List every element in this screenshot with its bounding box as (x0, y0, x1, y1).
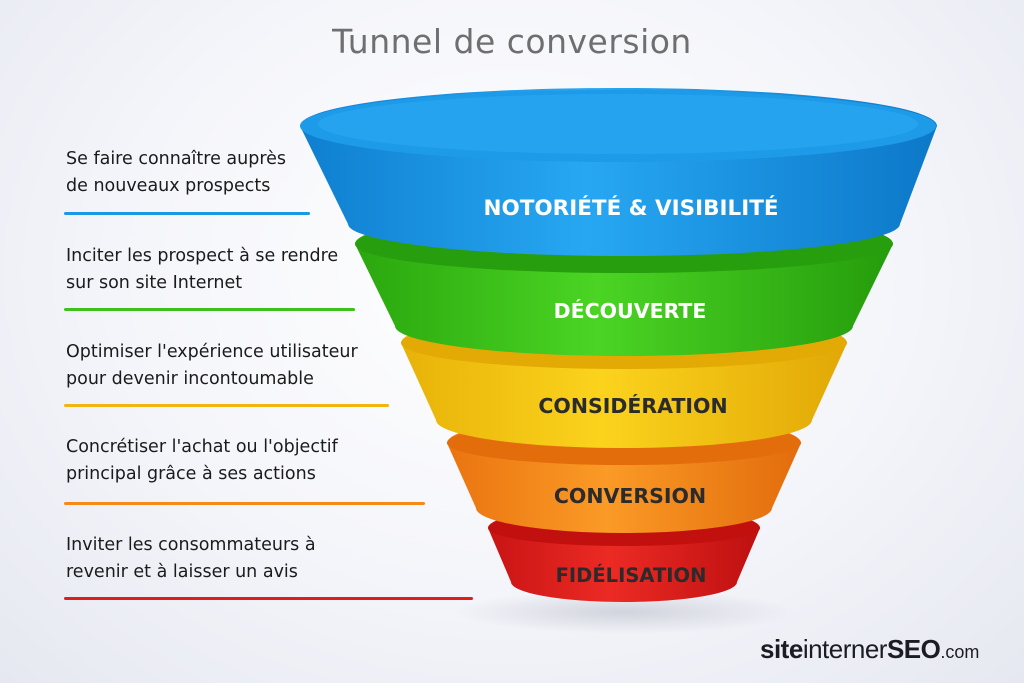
step-4-line-2: principal grâce à ses actions (66, 464, 316, 484)
stage-label-4: CONVERSION (554, 484, 706, 508)
step-4-line-1: Concrétiser l'achat ou l'objectif (66, 437, 338, 457)
step-3-line-2: pour devenir incontoumable (66, 369, 314, 389)
step-2-line-2: sur son site Internet (66, 273, 243, 293)
step-description-4: Concrétiser l'achat ou l'objectif princi… (66, 434, 338, 488)
step-description-2: Inciter les prospect à se rendre sur son… (66, 243, 338, 297)
step-description-3: Optimiser l'expérience utilisateur pour … (66, 339, 358, 393)
step-5-underline (64, 597, 473, 600)
stage-label-3: CONSIDÉRATION (538, 393, 727, 418)
funnel-shadow (455, 590, 795, 634)
step-2-line-1: Inciter les prospect à se rendre (66, 246, 339, 266)
step-3-line-1: Optimiser l'expérience utilisateur (66, 342, 358, 362)
stage-label-5: FIDÉLISATION (556, 564, 707, 587)
step-1-line-2: de nouveaux prospects (66, 176, 271, 196)
logo-seo: SEO (886, 634, 941, 664)
step-1-line-1: Se faire connaître auprès (66, 149, 287, 169)
step-4-underline (64, 502, 425, 505)
step-2-underline (64, 308, 355, 311)
logo-tld: .com (940, 642, 980, 662)
diagram-title: Tunnel de conversion (332, 22, 692, 61)
logo-interner: interner (802, 634, 888, 664)
stage-label-2: DÉCOUVERTE (554, 298, 707, 323)
stage-label-1: NOTORIÉTÉ & VISIBILITÉ (483, 195, 778, 221)
step-5-line-2: revenir et à laisser un avis (66, 562, 298, 582)
logo-site: site (760, 634, 803, 664)
step-3-underline (64, 404, 389, 407)
step-description-1: Se faire connaître auprès de nouveaux pr… (66, 146, 286, 200)
funnel-stage-notoriete (300, 87, 937, 257)
step-5-line-1: Inviter les consommateurs à (66, 535, 316, 555)
step-1-underline (64, 212, 310, 215)
step-description-5: Inviter les consommateurs à revenir et à… (66, 532, 316, 586)
brand-logo: siteinternerSEO.com (760, 634, 979, 665)
